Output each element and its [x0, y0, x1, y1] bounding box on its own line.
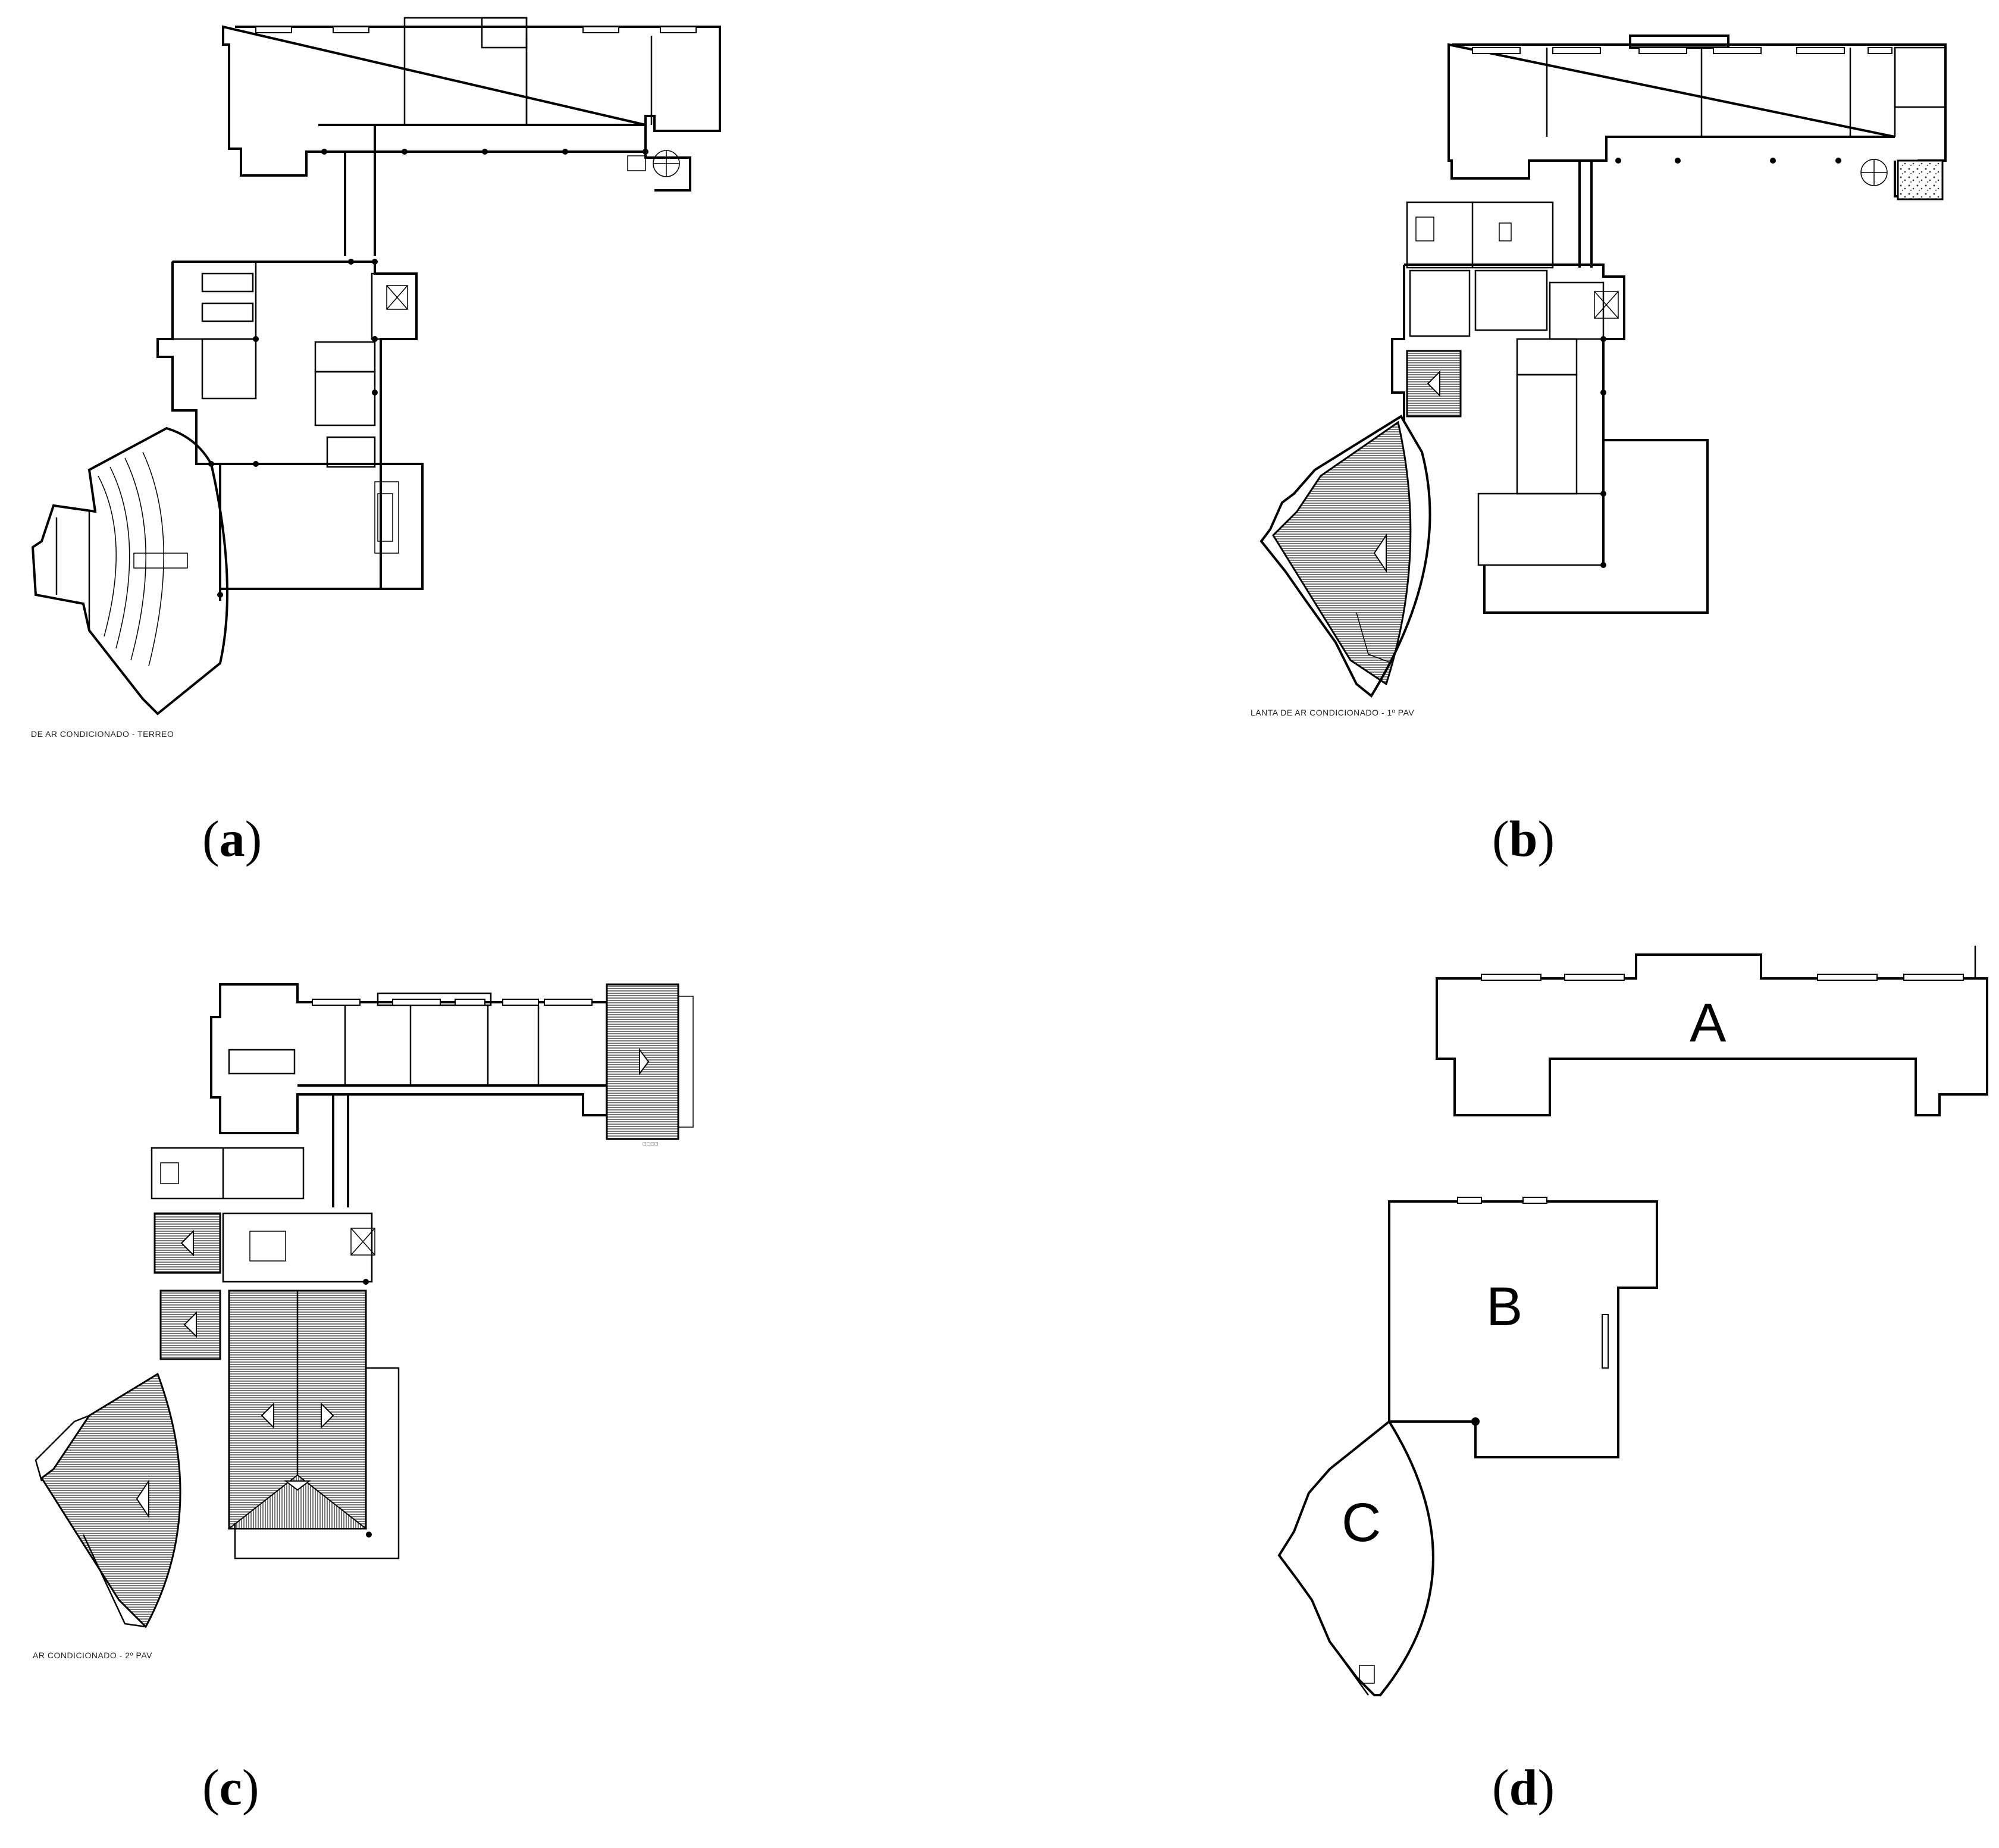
- plan-note-c: AR CONDICIONADO - 2º PAV: [33, 1651, 152, 1660]
- panel-a-ground-floor-plan: DE AR CONDICIONADO - TERREO (a): [0, 0, 773, 867]
- plan-note-a: DE AR CONDICIONADO - TERREO: [31, 729, 174, 739]
- floor-plan-first-drawing: [1259, 34, 1947, 698]
- caption-b-letter: b: [1509, 810, 1538, 867]
- caption-c: (c): [202, 1759, 259, 1816]
- caption-d: (d): [1492, 1759, 1555, 1816]
- block-label-a: A: [1690, 993, 1727, 1053]
- caption-a: (a): [202, 810, 262, 867]
- plan-note-b: LANTA DE AR CONDICIONADO - 1º PAV: [1251, 708, 1415, 717]
- caption-d-letter: d: [1509, 1759, 1538, 1816]
- panel-c-second-floor-plan: □□□□ AR CONDICIONADO - 2º PAV (c): [0, 952, 773, 1816]
- panel-b-first-floor-plan: LANTA DE AR CONDICIONADO - 1º PAV (b): [1249, 0, 1999, 867]
- block-label-c: C: [1342, 1492, 1381, 1553]
- svg-text:□□□□: □□□□: [643, 1141, 658, 1146]
- block-label-b: B: [1486, 1276, 1523, 1337]
- panel-d-block-key: A B C (d): [1220, 946, 1999, 1816]
- floor-plan-ground-drawing: [31, 17, 721, 716]
- caption-b: (b): [1492, 810, 1555, 867]
- block-outline-drawing: [1277, 946, 1988, 1696]
- caption-c-letter: c: [219, 1759, 242, 1816]
- floor-plan-second-drawing: □□□□: [35, 983, 694, 1629]
- caption-a-letter: a: [219, 810, 245, 867]
